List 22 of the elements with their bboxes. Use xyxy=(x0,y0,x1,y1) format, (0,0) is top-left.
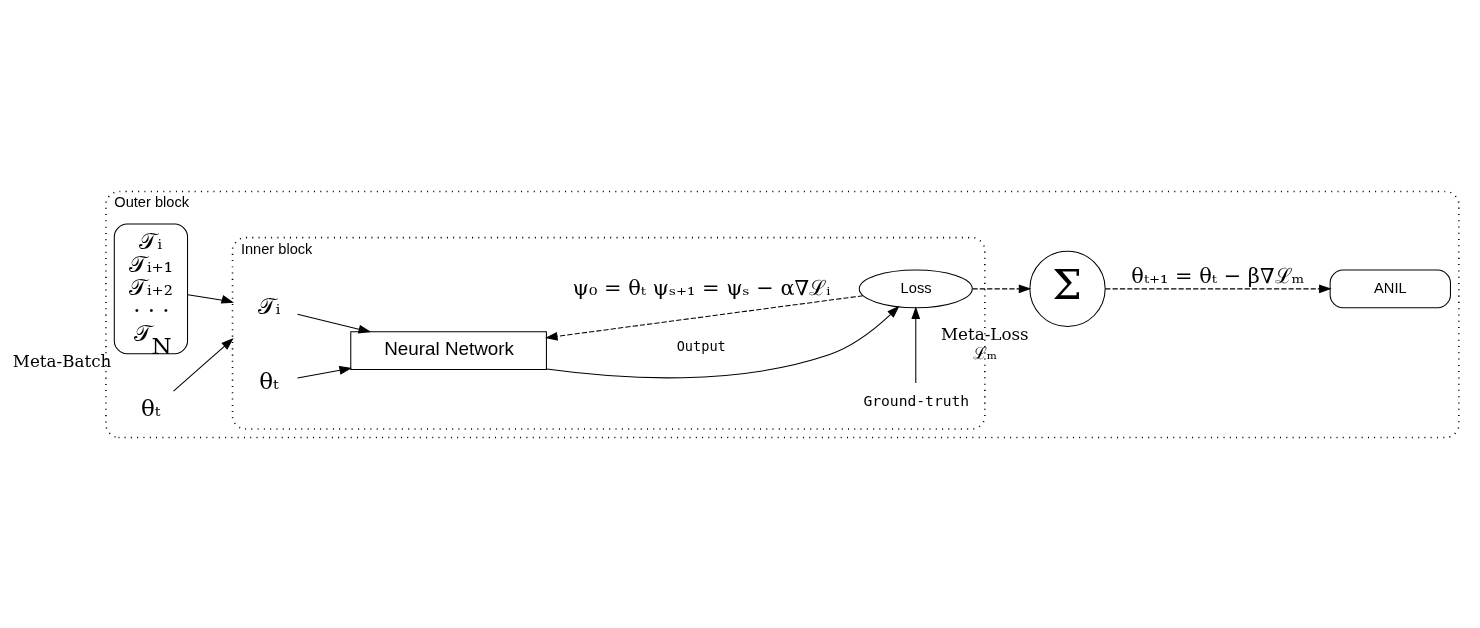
arrow xyxy=(911,305,921,383)
node-box: Neural Network xyxy=(350,330,547,370)
arrow xyxy=(972,283,1032,293)
node-label: ℒₘ xyxy=(972,342,998,363)
arrow xyxy=(297,365,353,379)
node-text: Ground-truth xyxy=(863,391,970,409)
node-ellipse: Loss xyxy=(858,269,973,308)
arrow xyxy=(187,293,235,303)
edge-label: ψ₀ = θₜ ψₛ₊₁ = ψₛ − α∇ℒᵢ xyxy=(572,275,831,300)
node-text: θₜ xyxy=(140,394,161,421)
edge-label: Output xyxy=(676,337,726,354)
arrow xyxy=(173,337,234,392)
node-text: θₜ xyxy=(259,367,279,394)
node-box: ANIL xyxy=(1329,269,1451,308)
arrow xyxy=(297,313,372,333)
edge-label: θₜ₊₁ = θₜ − β∇ℒₘ xyxy=(1131,263,1305,288)
node-label: Meta-Loss xyxy=(940,323,1029,344)
node-text: 𝒯ᵢ xyxy=(257,292,281,319)
arrow xyxy=(1104,283,1332,293)
node-circle: Σ xyxy=(1029,250,1106,327)
arrow xyxy=(546,305,900,378)
arrow xyxy=(545,294,864,341)
